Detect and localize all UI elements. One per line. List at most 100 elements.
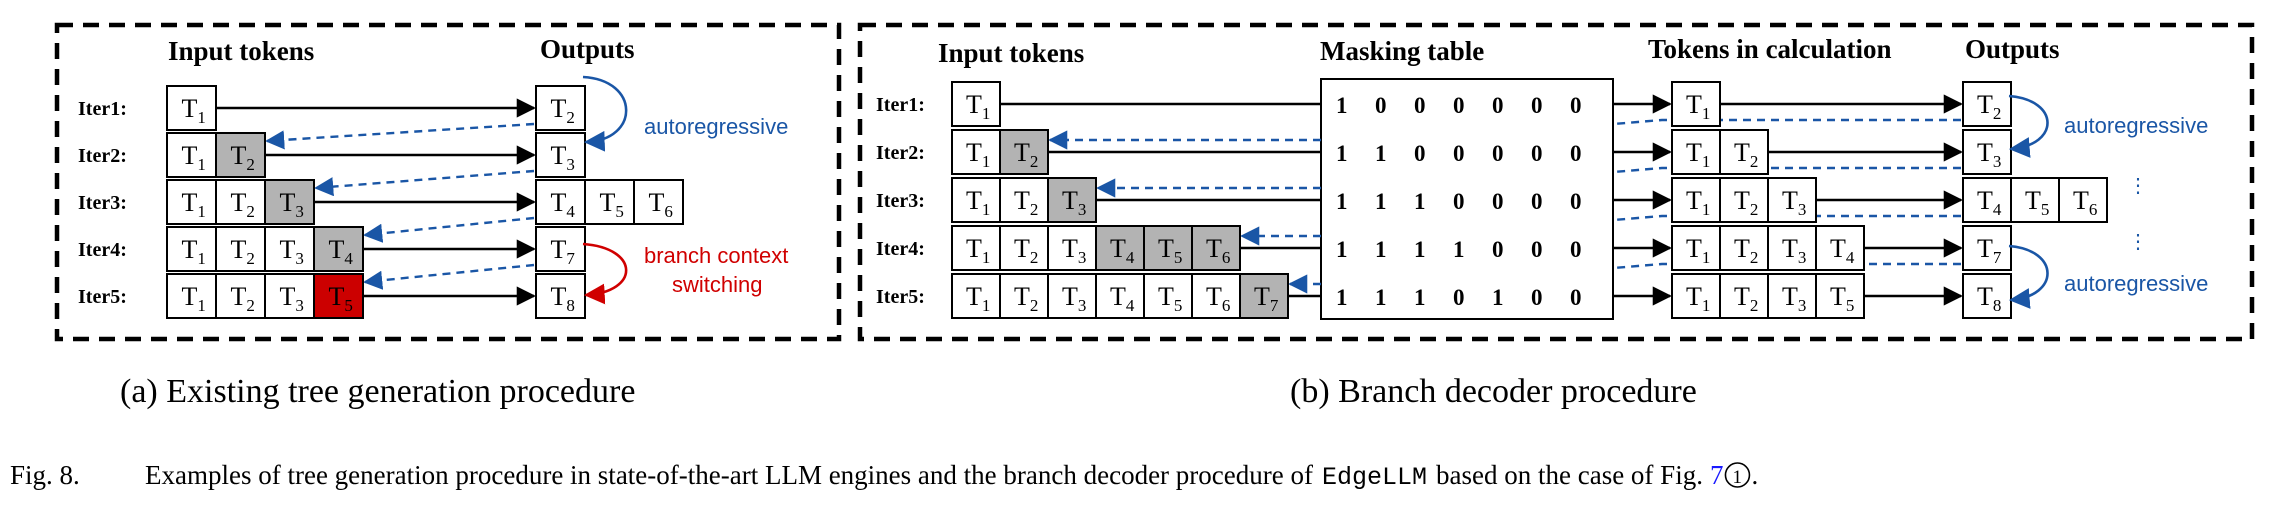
panel-b-feedback-right-3 bbox=[1612, 214, 1961, 222]
panel-a-iter3-output-3-box bbox=[633, 179, 684, 225]
panel-a-iter5-input-3-index: 3 bbox=[295, 296, 304, 315]
panel-b-row-label-5: Iter5: bbox=[876, 286, 925, 308]
panel-b-iter5-output-1-letter: T bbox=[1977, 282, 1993, 311]
mask-r1-c7: 0 bbox=[1570, 93, 1582, 118]
panel-b-iter3-output-2-box bbox=[2010, 177, 2060, 223]
mask-r1-c2: 0 bbox=[1375, 93, 1387, 118]
panel-a-iter5-input-4-index: 5 bbox=[344, 296, 353, 315]
panel-a-iter1-output-1-index: 2 bbox=[566, 108, 575, 127]
panel-b-iter2-calc-1: T1 bbox=[1686, 138, 1710, 171]
panel-b-iter2-output-1-index: 3 bbox=[1993, 152, 2002, 171]
panel-b-iter5-input-6: T6 bbox=[1206, 282, 1230, 315]
panel-b-caption: (b) Branch decoder procedure bbox=[1290, 373, 1697, 410]
panel-b-iter4-input-4-box bbox=[1095, 225, 1145, 271]
caption-fig-ref[interactable]: 7 bbox=[1710, 460, 1724, 490]
autoregressive-curve-a bbox=[582, 75, 628, 152]
mask-r4-c7: 0 bbox=[1570, 237, 1582, 262]
panel-a-row-label-4: Iter4: bbox=[78, 239, 127, 261]
panel-a-iter2-output-1: T3 bbox=[551, 141, 575, 174]
caption-step-marker: 1 bbox=[1732, 467, 1742, 488]
figure-caption: Fig. 8. Examples of tree generation proc… bbox=[10, 460, 1758, 492]
panel-b-iter3-output-1: T4 bbox=[1977, 186, 2002, 219]
panel-b-iter3-calc-2-index: 2 bbox=[1750, 200, 1759, 219]
panel-b-iter5-calc-1-index: 1 bbox=[1702, 296, 1711, 315]
panel-b-iter5-input-5-index: 5 bbox=[1174, 296, 1183, 315]
panel-a-iter5-input-4: T5 bbox=[329, 282, 353, 315]
panel-b-iter4-output-1: T7 bbox=[1977, 234, 2002, 267]
panel-b-iter3-calc-1-letter: T bbox=[1686, 186, 1702, 215]
panel-a-iter4-input-3: T3 bbox=[280, 235, 304, 268]
panel-b-iter4-calc-1-index: 1 bbox=[1702, 248, 1711, 267]
panel-b-iter5-calc-1-letter: T bbox=[1686, 282, 1702, 311]
panel-b-iter3-output-3: T6 bbox=[2073, 186, 2097, 219]
panel-a-iter2-input-2-box bbox=[215, 132, 266, 178]
panel-b-iter2-input-1-box bbox=[951, 129, 1001, 175]
panel-b-iter4-input-6-index: 6 bbox=[1222, 248, 1231, 267]
panel-a-iter3-output-1-index: 4 bbox=[566, 202, 575, 221]
panel-b-iter4-input-5-index: 5 bbox=[1174, 248, 1183, 267]
mask-r4-c6: 0 bbox=[1531, 237, 1543, 262]
panel-b-iter4-input-4: T4 bbox=[1110, 234, 1135, 267]
panel-b-iter1-output-1-box bbox=[1962, 81, 2012, 127]
panel-b-iter4-input-6-box bbox=[1191, 225, 1241, 271]
mask-r3-c1: 1 bbox=[1336, 189, 1348, 214]
panel-b-iter3-input-1-box bbox=[951, 177, 1001, 223]
panel-b-iter5-input-1-box bbox=[951, 273, 1001, 319]
panel-a-iter5-input-2-box bbox=[215, 273, 266, 319]
panel-a-iter4-output-1-letter: T bbox=[551, 235, 567, 264]
panel-a-iter2-output-1-box bbox=[535, 132, 586, 178]
panel-a-iter4-input-3-letter: T bbox=[280, 235, 296, 264]
mask-r5-c6: 0 bbox=[1531, 285, 1543, 310]
panel-b-iter4-input-5-letter: T bbox=[1158, 234, 1174, 263]
panel-a-iter4-input-3-index: 3 bbox=[295, 249, 304, 268]
panel-b-iter5-input-1-letter: T bbox=[966, 282, 982, 311]
panel-b-iter4-calc-2-index: 2 bbox=[1750, 248, 1759, 267]
panel-a-feedback-4 bbox=[363, 263, 535, 290]
panel-b-iter3-calc-1: T1 bbox=[1686, 186, 1710, 219]
panel-b-iter1-input-1-box bbox=[951, 81, 1001, 127]
panel-b-iter1-output-1: T2 bbox=[1977, 90, 2001, 123]
panel-b-mask-header: Masking table bbox=[1320, 36, 1484, 66]
panel-b-iter4-calc-3-box bbox=[1767, 225, 1817, 271]
panel-b-iter2-input-2-box bbox=[999, 129, 1049, 175]
panel-a-input-header: Input tokens bbox=[168, 36, 314, 66]
caption-end: . bbox=[1751, 460, 1758, 490]
panel-b-iter1-output-1-letter: T bbox=[1977, 90, 1993, 119]
panel-a-iter2-input-2: T2 bbox=[231, 141, 255, 174]
panel-a-iter2-input-1-box bbox=[166, 132, 217, 178]
panel-b-iter2-calc-1-index: 1 bbox=[1702, 152, 1711, 171]
panel-a-iter3-output-1-letter: T bbox=[551, 188, 567, 217]
panel-a-iter4-input-1-letter: T bbox=[182, 235, 198, 264]
mask-r5-c4: 0 bbox=[1453, 285, 1465, 310]
panel-a-iter3-input-2-box bbox=[215, 179, 266, 225]
panel-b-iter2-calc-2: T2 bbox=[1734, 138, 1758, 171]
panel-b-iter5-calc-4: T5 bbox=[1830, 282, 1854, 315]
panel-b-iter4-calc-2: T2 bbox=[1734, 234, 1758, 267]
panel-b-output-header: Outputs bbox=[1965, 34, 2060, 64]
panel-b-iter4-calc-3-letter: T bbox=[1782, 234, 1798, 263]
panel-a-iter1-output-1-letter: T bbox=[551, 94, 567, 123]
mask-r4-c1: 1 bbox=[1336, 237, 1348, 262]
panel-a-iter3-input-1-index: 1 bbox=[197, 202, 206, 221]
ellipsis-upper: ⋮ bbox=[2128, 175, 2148, 197]
connector-layer bbox=[216, 94, 1963, 306]
panel-b-iter5-output-1: T8 bbox=[1977, 282, 2001, 315]
panel-a-iter1-input-1-letter: T bbox=[182, 94, 198, 123]
panel-b-iter4-calc-2-letter: T bbox=[1734, 234, 1750, 263]
panel-b-iter3-input-2-letter: T bbox=[1014, 186, 1030, 215]
panel-a-iter4-input-2-letter: T bbox=[231, 235, 247, 264]
panel-a-row-label-1: Iter1: bbox=[78, 98, 127, 120]
mask-r2-c5: 0 bbox=[1492, 141, 1504, 166]
panel-b-iter4-input-5: T5 bbox=[1158, 234, 1182, 267]
panel-a-iter3-input-2: T2 bbox=[231, 188, 255, 221]
panel-b-iter3-input-3: T3 bbox=[1062, 186, 1086, 219]
panel-b-iter3-input-3-index: 3 bbox=[1078, 200, 1087, 219]
panel-b-iter1-calc-1: T1 bbox=[1686, 90, 1710, 123]
panel-b-iter4-input-2-letter: T bbox=[1014, 234, 1030, 263]
mask-r5-c2: 1 bbox=[1375, 285, 1387, 310]
panel-b-iter1-input-1-letter: T bbox=[966, 90, 982, 119]
branch-context-label-line2: switching bbox=[672, 272, 762, 297]
panel-b-iter3-input-3-box bbox=[1047, 177, 1097, 223]
panel-b-iter5-output-1-box bbox=[1962, 273, 2012, 319]
